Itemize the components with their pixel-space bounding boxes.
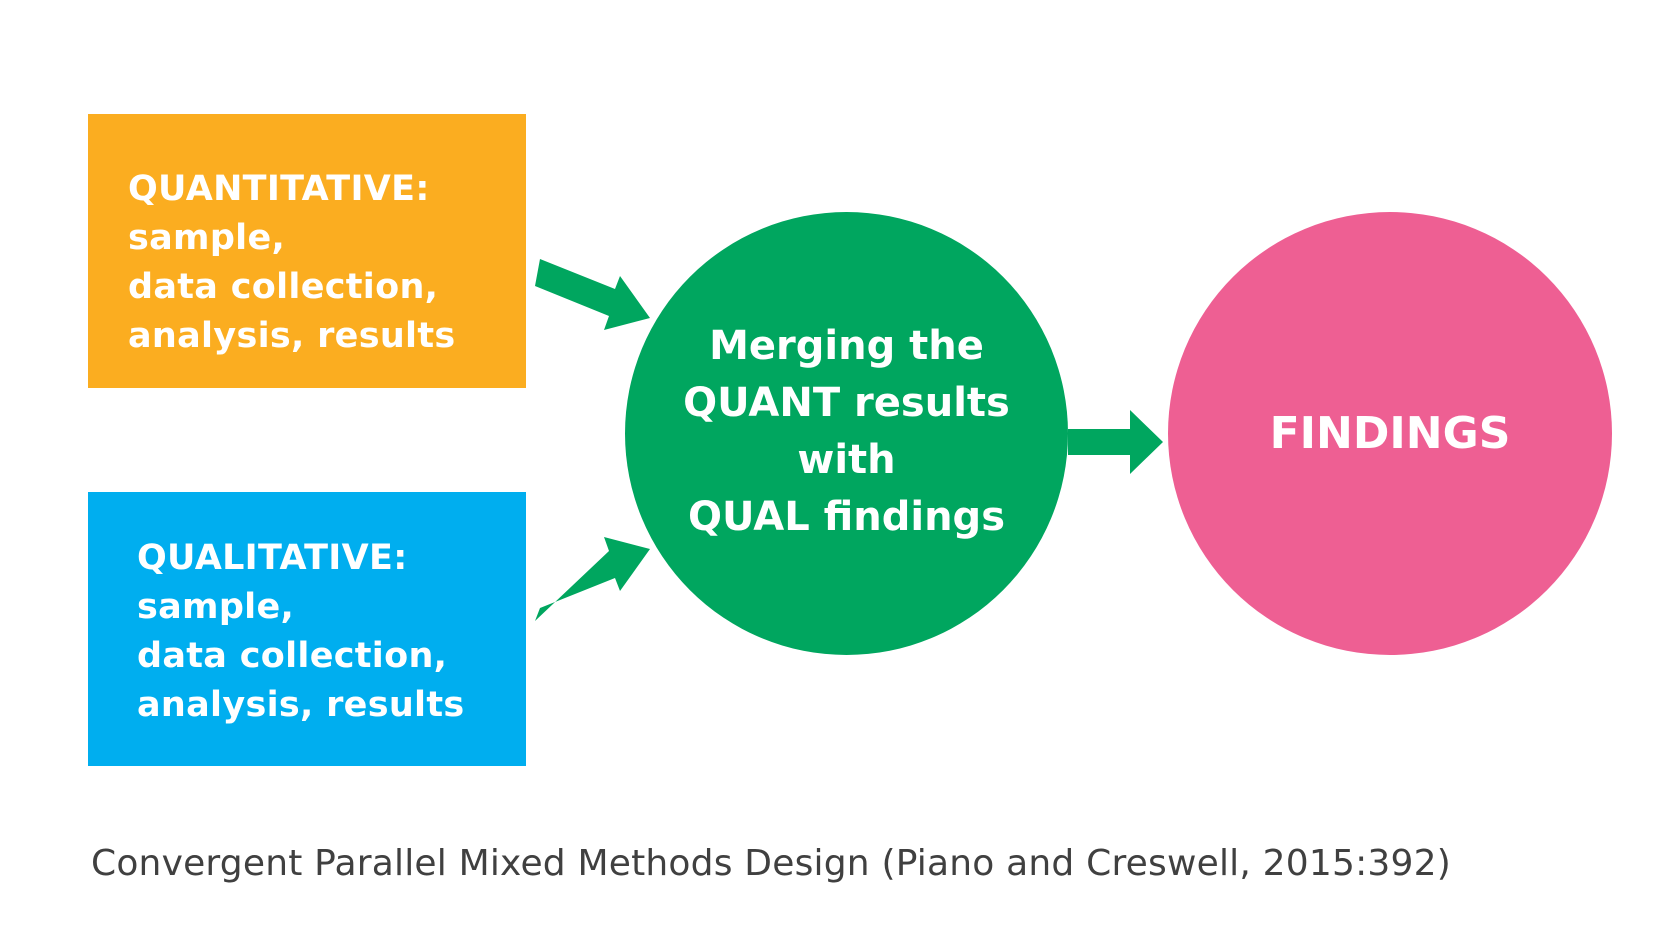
quantitative-box: QUANTITATIVE: sample, data collection, a…: [88, 114, 526, 388]
quantitative-line: analysis, results: [128, 316, 456, 356]
arrow-icon-quant-to-merge: [535, 259, 650, 330]
quantitative-line: sample,: [128, 218, 286, 258]
arrow-icon-qual-to-merge: [535, 537, 650, 621]
qualitative-line: analysis, results: [137, 685, 465, 725]
figure-caption: Convergent Parallel Mixed Methods Design…: [91, 843, 1451, 884]
arrow-icon-merge-to-findings: [1068, 410, 1163, 474]
findings-label: FINDINGS: [1269, 408, 1511, 459]
merge-line: QUAL findings: [687, 493, 1005, 540]
merge-line: QUANT results: [683, 379, 1010, 426]
quantitative-line: data collection,: [128, 267, 439, 307]
qualitative-title: QUALITATIVE:: [137, 538, 408, 578]
quantitative-title: QUANTITATIVE:: [128, 169, 430, 209]
merge-line: with: [797, 436, 896, 483]
qualitative-box: QUALITATIVE: sample, data collection, an…: [88, 492, 526, 766]
qualitative-line: sample,: [137, 587, 295, 627]
qualitative-line: data collection,: [137, 636, 448, 676]
merge-line: Merging the: [709, 322, 984, 369]
findings-circle: FINDINGS: [1168, 212, 1612, 655]
merge-circle: Merging the QUANT results with QUAL find…: [625, 212, 1068, 655]
